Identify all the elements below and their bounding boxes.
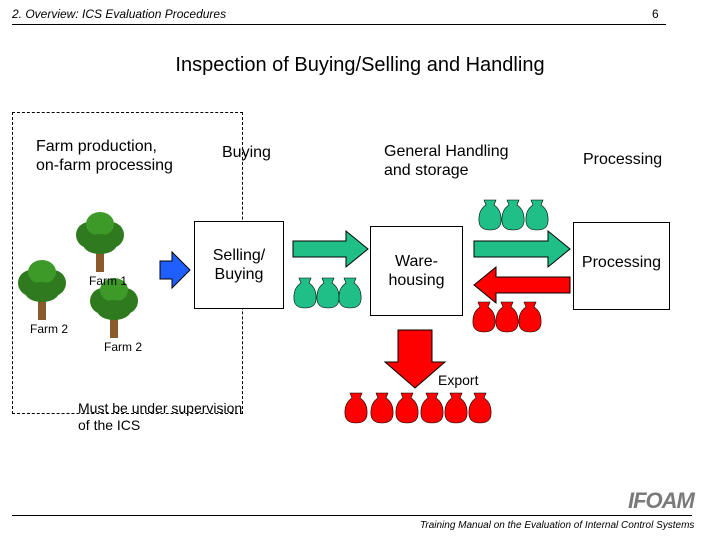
column-farm-production: Farm production, on-farm processing	[36, 138, 173, 174]
red-sacks-icon	[344, 392, 492, 424]
processing-box: Processing	[573, 222, 670, 310]
green-sacks-icon	[478, 199, 549, 231]
sack-icon	[293, 277, 317, 309]
tree-icon	[90, 278, 138, 338]
sack-icon	[501, 199, 525, 231]
supervision-note: Must be under supervision of the ICS	[78, 400, 243, 433]
sack-icon	[420, 392, 444, 424]
sack-icon	[370, 392, 394, 424]
sack-icon	[478, 199, 502, 231]
sack-icon	[338, 277, 362, 309]
farm2-bottom-label: Farm 2	[104, 340, 143, 354]
sack-icon	[395, 392, 419, 424]
warehousing-box: Ware- housing	[370, 226, 463, 316]
tree-icon	[76, 212, 124, 272]
sack-icon	[316, 277, 340, 309]
selling-buying-box: Selling/ Buying	[194, 221, 284, 309]
processing-box-label: Processing	[581, 254, 662, 271]
sack-icon	[472, 301, 496, 333]
page-title: Inspection of Buying/Selling and Handlin…	[175, 54, 545, 76]
farm1-label: Farm 1	[89, 274, 128, 288]
page-number: 6	[652, 7, 659, 21]
sack-icon	[344, 392, 368, 424]
ifoam-logo: IFOAM	[628, 488, 695, 513]
arrow-left-red-icon	[473, 265, 571, 305]
green-sacks-icon	[293, 277, 362, 309]
export-label: Export	[438, 372, 479, 388]
section-header: 2. Overview: ICS Evaluation Procedures	[12, 7, 227, 21]
footer-caption: Training Manual on the Evaluation of Int…	[420, 520, 695, 531]
sack-icon	[468, 392, 492, 424]
sack-icon	[518, 301, 542, 333]
column-processing: Processing	[583, 151, 663, 168]
arrow-right-blue-icon	[159, 250, 191, 290]
red-sacks-icon	[472, 301, 542, 333]
footer-rule	[12, 515, 692, 516]
sack-icon	[444, 392, 468, 424]
arrow-down-red-icon	[383, 329, 447, 389]
arrow-right-green-icon	[473, 229, 571, 269]
column-buying: Buying	[222, 144, 271, 161]
farm2-left-label: Farm 2	[30, 322, 69, 336]
sack-icon	[525, 199, 549, 231]
tree-icon	[18, 260, 66, 320]
column-general-handling: General Handling and storage	[384, 143, 509, 179]
arrow-right-green-icon	[292, 229, 369, 269]
sack-icon	[495, 301, 519, 333]
header-rule	[12, 24, 666, 25]
